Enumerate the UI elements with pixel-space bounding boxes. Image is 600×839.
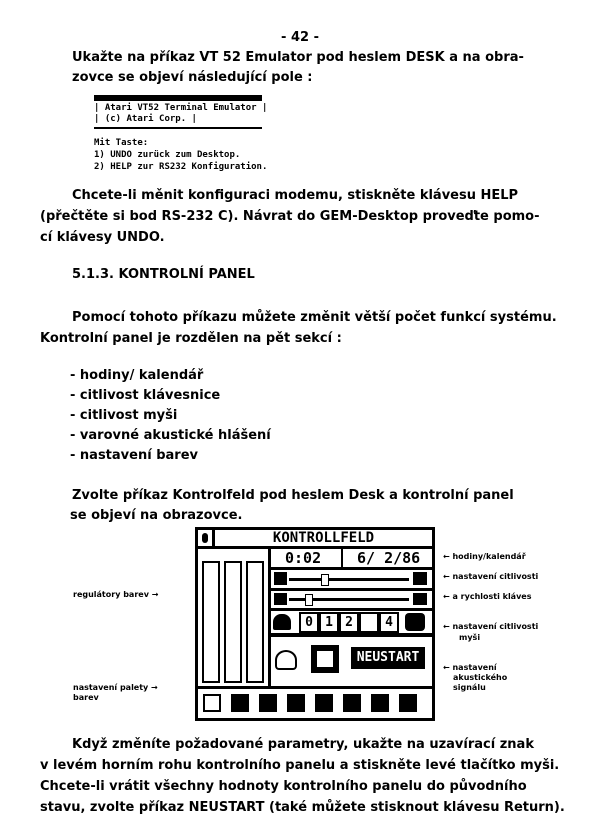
time-field[interactable]: 0:02: [285, 549, 322, 567]
para2-line-1: Chcete-li měnit konfiguraci modemu, stis…: [72, 188, 519, 203]
close-icon: [202, 533, 208, 543]
sound-row: NEUSTART: [271, 637, 432, 686]
key-rate-slider[interactable]: [289, 598, 409, 601]
date-field[interactable]: 6/ 2/86: [357, 549, 421, 567]
label-sound-3: signálu: [453, 683, 486, 692]
terminal-top-bar: [94, 95, 262, 101]
terminal-line-4: 1) UNDO zurück zum Desktop.: [94, 150, 241, 160]
list-item: - citlivost myši: [70, 408, 178, 423]
label-color-regulators: regulátory barev →: [73, 590, 159, 599]
color-palette: [198, 689, 432, 718]
para5-line-3: Chcete-li vrátit všechny hodnoty kontrol…: [40, 779, 527, 794]
mouse-icon: [273, 614, 291, 630]
label-mouse-1: ← nastavení citlivosti: [443, 622, 539, 631]
para5-line-2: v levém horním rohu kontrolního panelu a…: [40, 758, 560, 773]
label-sound-2: akustického: [453, 673, 508, 682]
terminal-line-3: Mit Taste:: [94, 138, 149, 148]
para5-line-4: stavu, zvolte příkaz NEUSTART (také může…: [40, 800, 565, 815]
label-palette-2: barev: [73, 693, 99, 702]
key-repeat-row: [271, 570, 432, 588]
red-slider[interactable]: [202, 561, 220, 683]
turtle-icon: [274, 572, 287, 585]
list-item: - varovné akustické hlášení: [70, 428, 271, 443]
mouse-pointer-icon: [405, 613, 425, 631]
label-mouse-2: myši: [459, 633, 481, 642]
palette-color-0[interactable]: [203, 694, 221, 712]
mouse-speed-0[interactable]: 0: [299, 612, 319, 633]
page-number: - 42 -: [281, 30, 319, 45]
mouse-speed-4[interactable]: 4: [379, 612, 399, 633]
list-item: - hodiny/ kalendář: [70, 368, 204, 383]
color-regulators: [198, 549, 268, 686]
list-item: - citlivost klávesnice: [70, 388, 221, 403]
key-click-icon: [317, 651, 333, 667]
bell-icon[interactable]: [275, 650, 297, 670]
label-key-rate: ← a rychlosti kláves: [443, 592, 532, 601]
key-rate-handle[interactable]: [305, 594, 313, 606]
intro-line-1: Ukažte na příkaz VT 52 Emulator pod hesl…: [72, 50, 524, 65]
palette-color-6[interactable]: [371, 694, 389, 712]
control-panel: KONTROLLFELD 0:02 6/ 2/86 0 1 2 3 4: [195, 527, 435, 721]
list-item: - nastavení barev: [70, 448, 198, 463]
para3-line-2: Kontrolní panel je rozdělen na pět sekcí…: [40, 331, 342, 346]
terminal-bottom-bar: [94, 127, 262, 129]
label-sound-1: ← nastavení: [443, 663, 497, 672]
para4-line-2: se objeví na obrazovce.: [70, 508, 243, 523]
label-sensitivity: ← nastavení citlivosti: [443, 572, 539, 581]
para2-line-2: (přečtěte si bod RS-232 C). Návrat do GE…: [40, 209, 540, 224]
panel-title-bar[interactable]: KONTROLLFELD: [215, 530, 432, 546]
mouse-speed-2[interactable]: 2: [339, 612, 359, 633]
label-clock: ← hodiny/kalendář: [443, 552, 526, 561]
key-rate-row: [271, 591, 432, 608]
terminal-line-1: | Atari VT52 Terminal Emulator |: [94, 103, 268, 113]
key-click-toggle[interactable]: [311, 645, 339, 673]
clock-row: 0:02 6/ 2/86: [271, 549, 432, 567]
palette-color-2[interactable]: [259, 694, 277, 712]
mouse-speed-3[interactable]: 3: [359, 612, 379, 633]
para4-line-1: Zvolte příkaz Kontrolfeld pod heslem Des…: [72, 488, 514, 503]
label-palette-1: nastavení palety →: [73, 683, 158, 692]
palette-color-4[interactable]: [315, 694, 333, 712]
reset-button[interactable]: NEUSTART: [351, 647, 425, 669]
palette-color-1[interactable]: [231, 694, 249, 712]
para5-line-1: Když změníte požadované parametry, ukažt…: [72, 737, 534, 752]
palette-color-3[interactable]: [287, 694, 305, 712]
palette-color-5[interactable]: [343, 694, 361, 712]
terminal-line-2: | (c) Atari Corp. |: [94, 114, 197, 124]
terminal-line-5: 2) HELP zur RS232 Konfiguration.: [94, 162, 268, 172]
green-slider[interactable]: [224, 561, 242, 683]
turtle-icon: [274, 593, 287, 605]
mouse-speed-1[interactable]: 1: [319, 612, 339, 633]
rabbit-icon: [413, 593, 427, 605]
close-box[interactable]: [198, 530, 212, 546]
intro-line-2: zovce se objeví následující pole :: [72, 70, 313, 85]
panel-title: KONTROLLFELD: [272, 530, 375, 546]
section-list: - hodiny/ kalendář - citlivost klávesnic…: [70, 366, 271, 466]
rabbit-icon: [413, 572, 427, 585]
para2-line-3: cí klávesy UNDO.: [40, 230, 165, 245]
para3-line-1: Pomocí tohoto příkazu můžete změnit větš…: [72, 310, 557, 325]
section-heading: 5.1.3. KONTROLNÍ PANEL: [72, 267, 255, 282]
key-repeat-handle[interactable]: [321, 574, 329, 586]
clock-divider: [341, 549, 343, 567]
palette-color-7[interactable]: [399, 694, 417, 712]
key-repeat-slider[interactable]: [289, 578, 409, 581]
mouse-row: 0 1 2 3 4: [271, 611, 432, 633]
blue-slider[interactable]: [246, 561, 264, 683]
